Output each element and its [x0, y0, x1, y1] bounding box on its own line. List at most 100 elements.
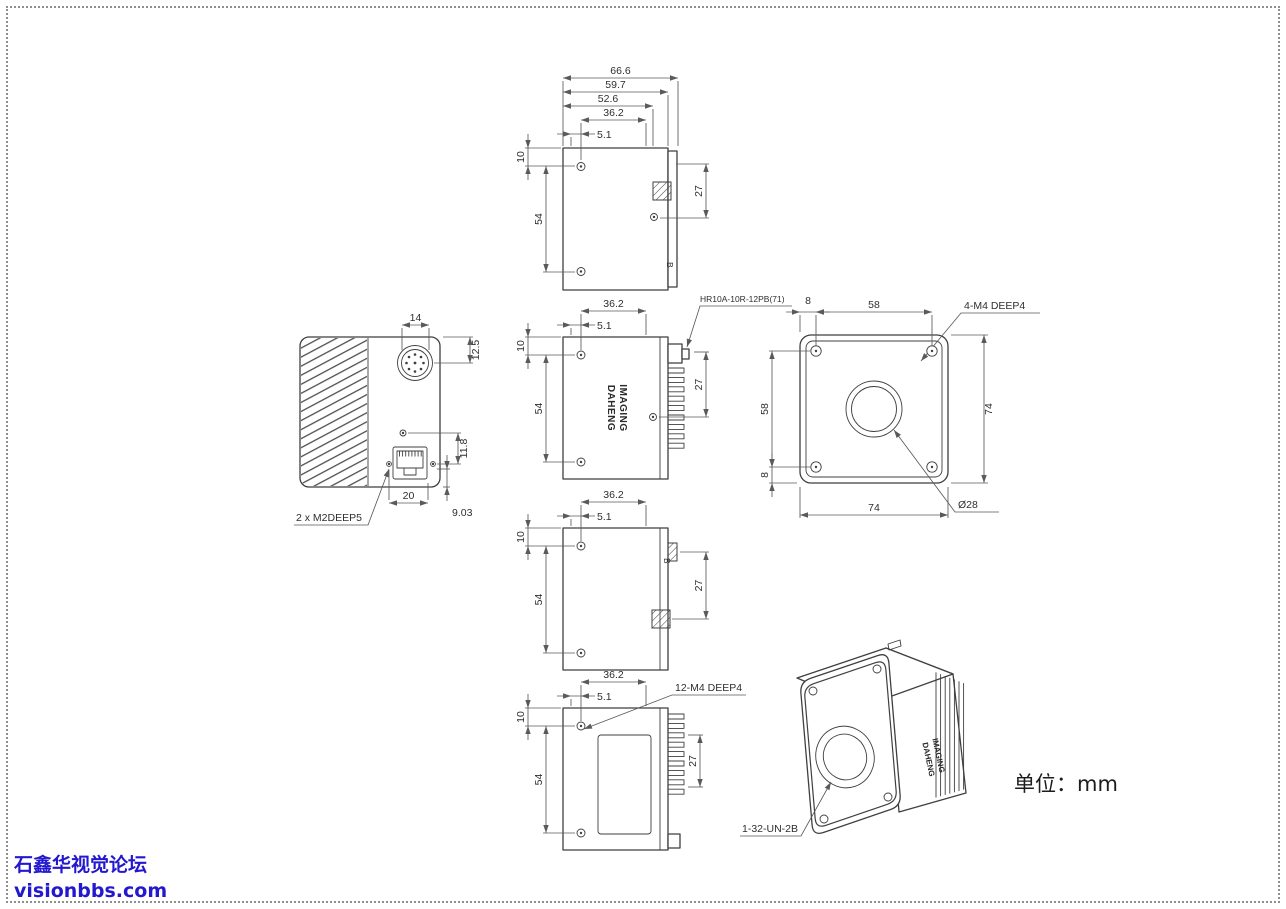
- top-view-front-plate: [667, 150, 678, 288]
- heatsink-fin: [667, 395, 685, 402]
- dim-arrow: [581, 131, 589, 137]
- dim-label: 27: [693, 580, 705, 592]
- dim-vertical: 9.03: [437, 455, 473, 519]
- dim-label: 5.1: [597, 320, 612, 332]
- isometric-view: DAHENG IMAGING 1-32-UN-2B: [740, 639, 967, 837]
- dim-arrow: [703, 611, 709, 619]
- dim-arrow: [697, 779, 703, 787]
- dim-arrow: [638, 679, 646, 685]
- connector-pin: [407, 367, 411, 371]
- path-shape: [893, 429, 999, 513]
- heatsink-fin: [667, 732, 685, 739]
- path-shape: [294, 468, 390, 526]
- top-view-connector: [652, 181, 672, 201]
- unit-label: 单位：mm: [1014, 772, 1118, 796]
- dim-horizontal: 74: [799, 487, 949, 518]
- connector-pin: [413, 370, 417, 373]
- hole-center: [579, 165, 583, 168]
- dim-arrow: [525, 166, 531, 174]
- dim-arrow: [581, 693, 589, 699]
- dim-label: 27: [693, 379, 705, 391]
- dim-arrow: [543, 264, 549, 272]
- dim-label: 59.7: [605, 79, 626, 91]
- dim-horizontal: 58: [816, 299, 933, 348]
- dim-arrow: [816, 309, 824, 315]
- lens-mount-thread: [851, 386, 897, 432]
- dim-label: 27: [687, 755, 699, 767]
- heatsink-fin: [667, 751, 685, 758]
- heatsink-fin: [667, 722, 685, 729]
- lens-diameter-callout-label: Ø28: [958, 499, 978, 511]
- watermark-line2: visionbbs.com: [14, 880, 167, 902]
- dim-vertical: 10: [515, 323, 575, 369]
- dim-arrow: [525, 140, 531, 148]
- dim-arrow: [563, 322, 571, 328]
- side-view-top: DAHENG IMAGING 36.25.1105427HR10A-10R-12…: [515, 294, 792, 480]
- dim-label: 54: [533, 213, 545, 225]
- dim-arrow: [543, 546, 549, 554]
- m4-screws-callout-label: 12-M4 DEEP4: [675, 682, 742, 694]
- hole-center: [579, 544, 583, 548]
- iso-corner-hole: [808, 686, 818, 696]
- dim-arrow: [563, 103, 571, 109]
- dim-horizontal: 5.1: [557, 320, 612, 335]
- iso-fins: [935, 672, 965, 798]
- dim-arrow: [660, 89, 668, 95]
- dim-arrow: [525, 520, 531, 528]
- dim-vertical: 10: [515, 694, 575, 740]
- dim-arrow: [421, 322, 429, 328]
- dim-label: 8: [805, 295, 811, 307]
- connector-pin: [422, 361, 425, 365]
- m4-screws-callout: 4-M4 DEEP4: [920, 300, 1040, 362]
- dim-label: 8: [759, 472, 771, 478]
- dim-arrow: [563, 693, 571, 699]
- hole-center: [579, 831, 583, 835]
- heatsink-fin: [667, 367, 685, 374]
- iso-lens-thread: [822, 733, 868, 781]
- iso-lens-outer: [815, 725, 875, 789]
- dim-vertical: 10: [515, 514, 575, 560]
- side-view-body: [562, 527, 669, 671]
- dim-arrow: [638, 499, 646, 505]
- connector-pin: [413, 361, 417, 365]
- path-shape: [686, 305, 792, 348]
- dim-arrow: [981, 335, 987, 343]
- hole-center: [579, 460, 583, 464]
- dim-arrow: [581, 308, 589, 314]
- dim-label: 58: [759, 403, 771, 415]
- dim-arrow: [563, 75, 571, 81]
- dim-arrow: [940, 512, 948, 518]
- dim-arrow: [444, 487, 450, 495]
- dim-arrow: [420, 500, 428, 506]
- dim-arrow: [645, 103, 653, 109]
- hole-center: [401, 431, 405, 435]
- dim-vertical: 27: [659, 351, 709, 418]
- dim-arrow: [769, 351, 775, 359]
- dim-horizontal: 36.2: [580, 669, 647, 721]
- thread-callout-label: 1-32-UN-2B: [742, 823, 798, 835]
- dim-arrow: [703, 552, 709, 560]
- dim-arrow: [543, 355, 549, 363]
- side-view-body: [562, 336, 669, 480]
- dim-arrow: [703, 409, 709, 417]
- dim-arrow: [563, 131, 571, 137]
- dim-label: 5.1: [597, 691, 612, 703]
- heatsink-fin: [667, 760, 685, 767]
- ethernet-port: [392, 446, 428, 480]
- dim-vertical: 27: [672, 551, 709, 620]
- dim-vertical: 27: [687, 734, 703, 788]
- dim-horizontal: 20: [388, 470, 429, 506]
- dim-vertical: 54: [533, 355, 575, 463]
- dim-arrow: [467, 355, 473, 363]
- dim-arrow: [455, 456, 461, 464]
- dim-arrow: [670, 75, 678, 81]
- dim-arrow: [792, 309, 800, 315]
- hirose-connector-callout-label: HR10A-10R-12PB(71): [700, 294, 785, 304]
- lens-diameter-callout: Ø28: [893, 429, 999, 513]
- dim-label: 5.1: [597, 511, 612, 523]
- dim-arrow: [563, 89, 571, 95]
- lens-mount-outer: [845, 380, 903, 438]
- dim-arrow: [981, 475, 987, 483]
- dim-arrow: [924, 309, 932, 315]
